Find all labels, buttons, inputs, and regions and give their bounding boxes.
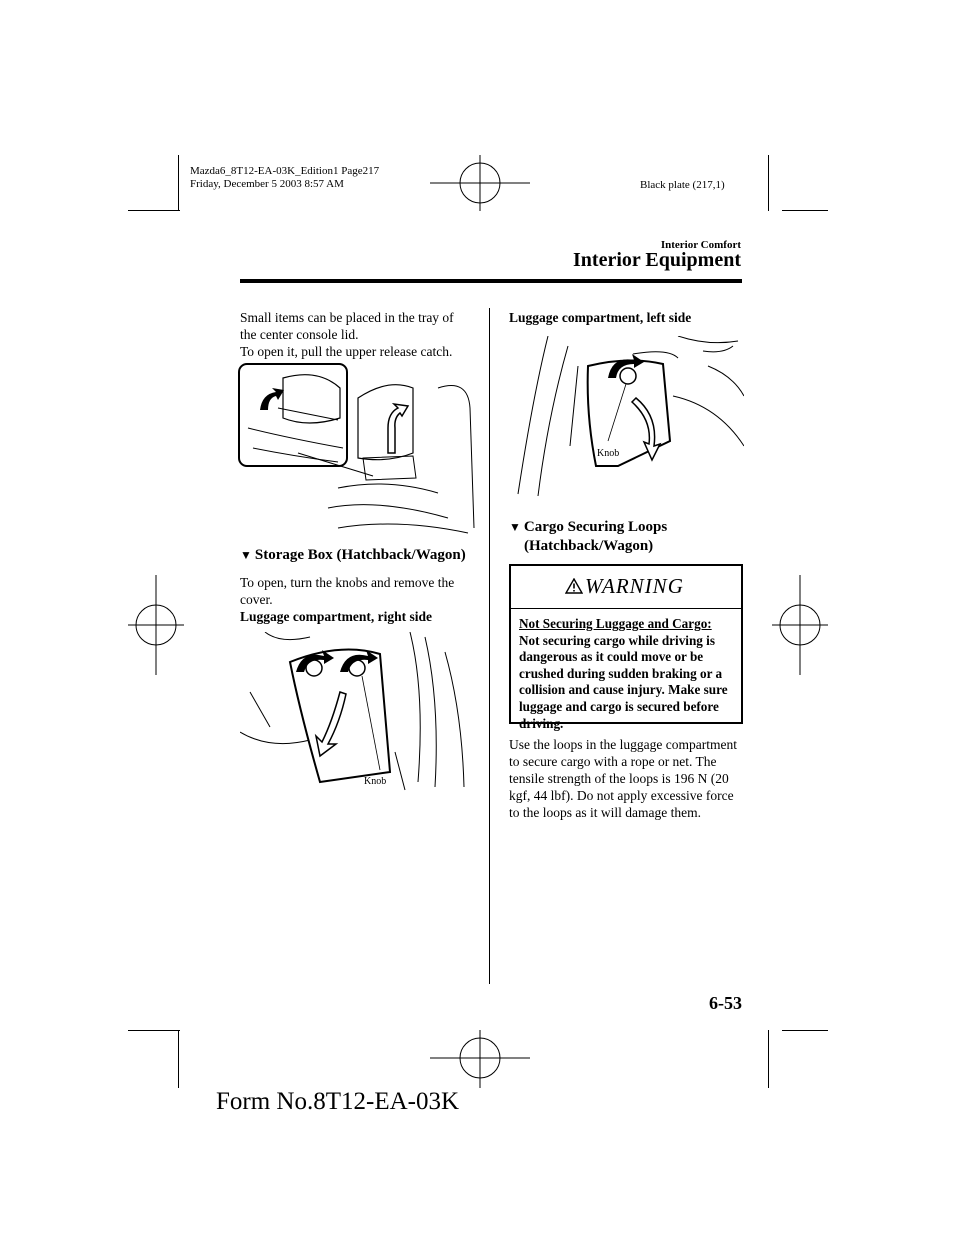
storage-box-heading-text: Storage Box (Hatchback/Wagon) xyxy=(254,547,466,563)
chapter-title: Interior Comfort xyxy=(660,239,741,251)
intro-line: To open it, pull the upper release catch… xyxy=(240,344,453,359)
warning-title: WARNING xyxy=(585,574,684,598)
warning-body: Not Securing Luggage and Cargo: Not secu… xyxy=(519,616,728,732)
crop-mark xyxy=(782,1030,828,1031)
crop-mark xyxy=(178,155,179,211)
crop-mark xyxy=(768,1030,769,1088)
knob-label-right: Knob xyxy=(364,776,387,787)
warning-line: collision and cause injury. Make sure xyxy=(519,682,728,698)
down-triangle-icon: ▼ xyxy=(509,520,521,534)
cargo-loops-text: Use the loops in the luggage compartment… xyxy=(509,736,749,821)
body-line: to the loops as it will damage them. xyxy=(509,805,701,820)
registration-mark-bottom xyxy=(430,1030,530,1088)
column-divider xyxy=(489,308,490,984)
body-line: tensile strength of the loops is 196 N (… xyxy=(509,771,729,786)
body-line: to secure cargo with a rope or net. The xyxy=(509,754,717,769)
down-triangle-icon: ▼ xyxy=(240,548,252,562)
console-lid-illustration xyxy=(238,358,478,538)
crop-mark xyxy=(128,1030,180,1031)
knob-label-left: Knob xyxy=(597,448,620,459)
warning-triangle-icon xyxy=(565,578,583,594)
storage-line: cover. xyxy=(240,592,273,607)
intro-line: Small items can be placed in the tray of xyxy=(240,310,454,325)
warning-line: luggage and cargo is secured before xyxy=(519,698,719,714)
left-side-caption: Luggage compartment, left side xyxy=(509,310,692,325)
registration-mark-right xyxy=(772,575,828,675)
warning-line: driving. xyxy=(519,715,564,731)
storage-line: To open, turn the knobs and remove the xyxy=(240,575,455,590)
crop-mark xyxy=(768,155,769,211)
section-title: Interior Equipment xyxy=(573,249,741,271)
print-date-line: Friday, December 5 2003 8:57 AM xyxy=(190,178,344,190)
body-line: Use the loops in the luggage compartment xyxy=(509,737,737,752)
storage-box-heading: ▼Storage Box (Hatchback/Wagon) xyxy=(240,546,466,565)
intro-line: the center console lid. xyxy=(240,327,359,342)
cargo-loops-heading: ▼Cargo Securing Loops (Hatchback/Wagon) xyxy=(509,518,667,556)
storage-box-text: To open, turn the knobs and remove the c… xyxy=(240,574,480,625)
registration-mark-top xyxy=(430,155,530,211)
registration-mark-left xyxy=(128,575,184,675)
crop-mark xyxy=(128,210,180,211)
intro-text: Small items can be placed in the tray of… xyxy=(240,309,480,360)
cargo-loops-heading-line2: (Hatchback/Wagon) xyxy=(524,538,654,554)
warning-line: dangerous as it could move or be xyxy=(519,649,704,665)
crop-mark xyxy=(178,1030,179,1088)
print-plate: Black plate (217,1) xyxy=(640,179,725,191)
luggage-left-side-illustration xyxy=(508,336,744,498)
page-number: 6-53 xyxy=(709,993,742,1013)
body-line: kgf, 44 lbf). Do not apply excessive for… xyxy=(509,788,734,803)
print-file-line: Mazda6_8T12-EA-03K_Edition1 Page217 xyxy=(190,165,380,177)
warning-line: Not securing cargo while driving is xyxy=(519,632,715,648)
right-side-caption: Luggage compartment, right side xyxy=(240,609,432,624)
header-rule xyxy=(240,279,742,283)
warning-header: WARNING xyxy=(511,566,741,609)
warning-line: crushed during sudden braking or a xyxy=(519,665,723,681)
form-number: Form No.8T12-EA-03K xyxy=(216,1088,460,1115)
crop-mark xyxy=(782,210,828,211)
warning-box: WARNING Not Securing Luggage and Cargo: … xyxy=(509,564,743,731)
cargo-loops-heading-line1: Cargo Securing Loops xyxy=(523,519,668,535)
warning-subtitle: Not Securing Luggage and Cargo: xyxy=(519,616,712,631)
luggage-right-side-illustration xyxy=(240,632,472,794)
